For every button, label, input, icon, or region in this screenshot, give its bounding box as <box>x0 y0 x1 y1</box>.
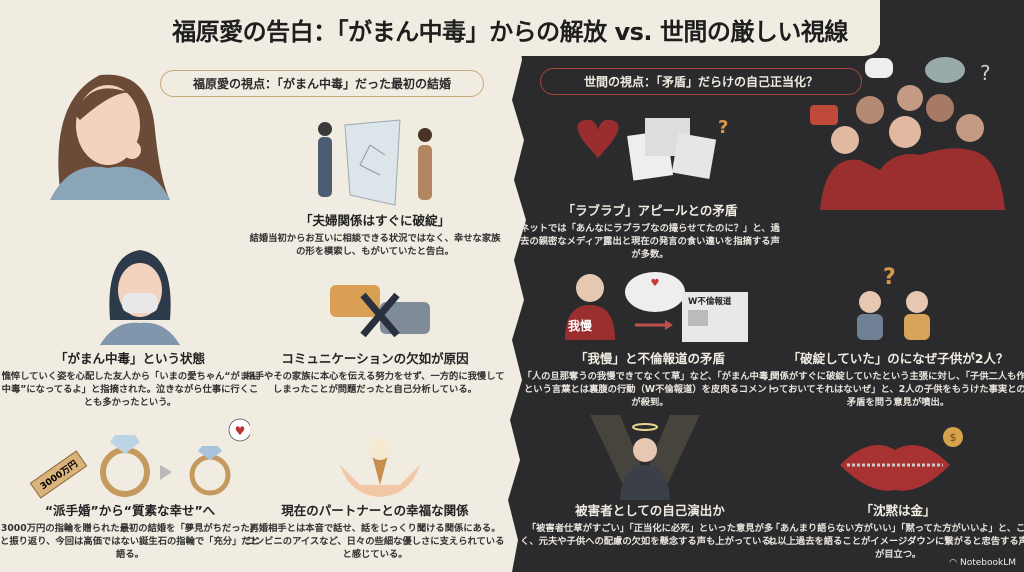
card-current-partner: 現在のパートナーとの幸福な関係 再婚相手とは本音で話せ、話をじっくり聞ける関係に… <box>245 500 505 561</box>
card-body: 関係がすぐに破綻していたという主張に対し、「子供二人も作っておいてそれはないぜ」… <box>770 371 1024 408</box>
svg-text:♥: ♥ <box>235 424 246 438</box>
branding-text: NotebookLM <box>959 558 1016 568</box>
crowd-illustration: ? <box>810 57 1005 210</box>
masked-woman-illustration <box>100 250 180 345</box>
card-title: コミュニケーションの欠如が原因 <box>281 351 469 366</box>
card-body: 憔悴していく姿を心配した友人から「いまの愛ちゃん“がまん中毒”になってるよ」と指… <box>1 371 259 408</box>
hands-ice-cream-illustration <box>340 438 420 497</box>
card-title: 「沈黙は金」 <box>860 503 936 518</box>
newspaper-headline: W不倫報道 <box>688 297 732 307</box>
rings-illustration: ♥ <box>100 418 250 497</box>
card-title: 被害者としての自己演出か <box>575 503 725 518</box>
card-title: 「ラブラブ」アピールとの矛盾 <box>562 203 738 218</box>
card-body: ネットでは「あんなにラブラブなの撮らせてたのに？」と、過去の親密なメディア露出と… <box>520 223 780 260</box>
card-title: 「がまん中毒」という状態 <box>54 351 205 366</box>
card-body: 「あんまり語らない方がいい」「黙ってた方がいいよ」と、これ以上過去を語ることがイ… <box>768 523 1024 560</box>
shirt-label: 我慢 <box>568 319 593 333</box>
svg-text:$: $ <box>950 431 957 444</box>
card-rings: “派手婚”から“質素な幸せ”へ 3000万円の指輪を贈られた最初の結婚を「夢見が… <box>0 500 260 561</box>
card-title: 現在のパートナーとの幸福な関係 <box>281 503 469 518</box>
card-body: 再婚相手とは本音で話せ、話をじっくり聞ける関係にある。コンビニのアイスなど、日々… <box>245 523 505 560</box>
card-title: “派手婚”から“質素な幸せ”へ <box>44 503 216 518</box>
card-title: 「夫婦関係はすぐに破綻」 <box>299 213 450 228</box>
card-gaman-affair: 「我慢」と不倫報道の矛盾 「人の旦那奪うの我慢できてなくて草」など、「がまん中毒… <box>520 348 780 409</box>
card-communication: コミュニケーションの欠如が原因 相手やその家族に本心を伝える努力をせず、一方的に… <box>245 348 505 396</box>
woman-portrait-illustration <box>50 74 171 200</box>
page-title: 福原愛の告白：「がまん中毒」からの解放 vs. 世間の厳しい視線 <box>172 18 848 46</box>
card-silence-is-golden: 「沈黙は金」 「あんまり語らない方がいい」「黙ってた方がいいよ」と、これ以上過去… <box>768 500 1024 561</box>
card-two-children: 「破綻していた」のになぜ子供が2人？ 関係がすぐに破綻していたという主張に対し、… <box>768 348 1024 409</box>
svg-text:♥: ♥ <box>651 278 660 289</box>
card-body: 「人の旦那奪うの我慢できてなくて草」など、「がまん中毒」という言葉とは裏腹の行動… <box>522 371 778 408</box>
card-body: 相手やその家族に本心を伝える努力をせず、一方的に我慢してしまったことが問題だった… <box>245 371 505 395</box>
spotlight-woman-illustration <box>590 415 700 500</box>
zipped-lips-illustration: $ <box>840 427 963 491</box>
left-section-heading: 福原愛の視点：「がまん中毒」だった最初の結婚 <box>160 70 484 97</box>
card-body: 結婚当初からお互いに相談できる状況ではなく、幸せな家族の形を模索し、もがいていた… <box>249 233 501 257</box>
notebooklm-icon: ◠ <box>949 558 957 568</box>
broken-glass-couple-illustration <box>318 119 432 206</box>
card-lovelove-contradiction: 「ラブラブ」アピールとの矛盾 ネットでは「あんなにラブラブなの撮らせてたのに？」… <box>520 200 780 261</box>
notebooklm-logo: ◠NotebookLM <box>949 558 1016 568</box>
two-children-illustration: ? <box>857 265 930 340</box>
gaman-affair-newspaper-illustration: ♥ <box>565 272 748 342</box>
svg-text:?: ? <box>718 117 728 138</box>
card-gaman-addiction: 「がまん中毒」という状態 憔悴していく姿を心配した友人から「いまの愛ちゃん“がま… <box>0 348 260 409</box>
card-body: 「被害者仕草がすごい」「正当化に必死」といった意見が多く、元夫や子供への配慮の欠… <box>520 523 780 547</box>
card-victim-performance: 被害者としての自己演出か 「被害者仕草がすごい」「正当化に必死」といった意見が多… <box>520 500 780 548</box>
svg-text:?: ? <box>980 61 991 85</box>
card-title: 「我慢」と不倫報道の矛盾 <box>574 351 725 366</box>
svg-text:?: ? <box>883 265 896 290</box>
card-body: 3000万円の指輪を贈られた最初の結婚を「夢見がちだった」と振り返り、今回は高価… <box>0 523 260 560</box>
broken-heart-photos-illustration: ? <box>577 117 728 181</box>
card-marriage-breakdown: 「夫婦関係はすぐに破綻」 結婚当初からお互いに相談できる状況ではなく、幸せな家族… <box>245 210 505 258</box>
card-title: 「破綻していた」のになぜ子供が2人？ <box>787 351 1009 366</box>
speech-bubbles-cross-icon <box>330 285 430 338</box>
right-section-heading: 世間の視点：「矛盾」だらけの自己正当化？ <box>540 68 862 95</box>
